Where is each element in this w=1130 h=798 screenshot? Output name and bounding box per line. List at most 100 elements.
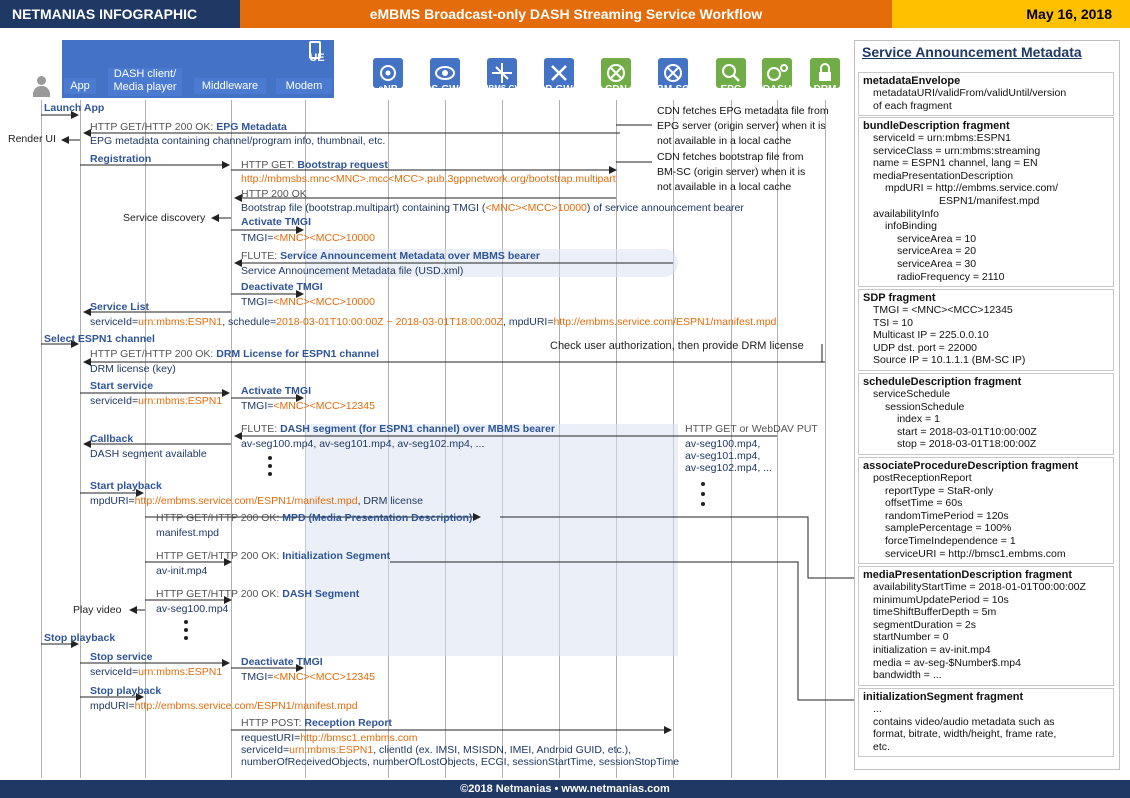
label-epg-pre: HTTP GET/HTTP 200 OK: [90, 121, 217, 133]
sgw-label: S-GW [431, 84, 459, 95]
fragment-line: etc. [873, 740, 890, 753]
label-init: Initialization Segment [282, 550, 391, 562]
label-stop-playback: Stop playback [44, 632, 116, 644]
label-seg: DASH Segment [282, 588, 360, 600]
pgw-icon [544, 58, 574, 88]
cdn-icon [601, 58, 631, 88]
fragment-title: scheduleDescription fragment [863, 376, 1022, 388]
bmsc-label: BM-SC [656, 84, 690, 95]
label-deactivate-tmgi-1: Deactivate TMGI [241, 281, 323, 293]
label-drm-check: Check user authorization, then provide D… [550, 340, 804, 352]
fragment-line: startNumber = 0 [873, 631, 949, 644]
dash-server-label: DASH [762, 84, 792, 95]
entity-app: App [64, 78, 96, 94]
label-drm-request: HTTP GET/HTTP 200 OK: DRM License for ES… [90, 348, 379, 360]
label-seg-pre: HTTP GET/HTTP 200 OK: [156, 588, 283, 600]
label-start-playback: Start playback [90, 480, 162, 492]
label-post: Reception Report [304, 717, 392, 729]
fragment-line: serviceSchedule [873, 388, 951, 400]
label-select-channel: Select ESPN1 channel [44, 333, 155, 345]
sgw-icon [430, 58, 460, 88]
fragment-title: initializationSegment fragment [863, 691, 1024, 703]
label-http-put: HTTP GET or WebDAV PUT [685, 423, 818, 435]
label-post-request: HTTP POST: Reception Report [241, 717, 392, 729]
sl-service-pre: serviceId= [90, 316, 139, 328]
dash-server-icon [762, 58, 792, 88]
epg-label: EPG [720, 84, 742, 95]
lifeline-dash-server [777, 100, 778, 778]
fragment-line: sessionSchedule [885, 400, 965, 413]
label-service-list-detail: serviceId=urn:mbms:ESPN1, schedule=2018-… [90, 316, 776, 328]
label-seg100: av-seg100.mp4, [685, 438, 761, 450]
rr-service-pre: serviceId= [241, 744, 290, 756]
label-drm-pre: HTTP GET/HTTP 200 OK: [90, 348, 217, 360]
sp-pre: mpdURI= [90, 495, 135, 507]
cdn-label: CDN [605, 84, 627, 95]
fragment-line: name = ESPN1 channel, lang = EN [873, 157, 1038, 170]
lifeline-drm [825, 100, 826, 778]
label-seg101: av-seg101.mp4, [685, 450, 761, 462]
fragment-title: associateProcedureDescription fragment [863, 460, 1079, 472]
label-flute-sa-text: Service Announcement Metadata over MBMS … [280, 250, 540, 262]
label-stop-playback-2: Stop playback [90, 685, 162, 697]
lifeline-epg [731, 100, 732, 778]
label-av-seg100: av-seg100.mp4 [156, 603, 229, 615]
label-tmgi-val-4: <MNC><MCC>12345 [273, 671, 375, 683]
label-mpd-request: HTTP GET/HTTP 200 OK: MPD (Media Present… [156, 512, 472, 524]
label-callback: Callback [90, 433, 134, 445]
label-stop-service: Stop service [90, 651, 153, 663]
fragment-line: mpdURI = http://embms.service.com/ [885, 182, 1059, 195]
label-bootstrap-file-post: ) of service announcement bearer [586, 202, 744, 214]
label-tmgi-10000-a: TMGI=<MNC><MCC>10000 [241, 232, 375, 244]
fragment-line: metadataURI/validFrom/validUntil/version [873, 87, 1067, 99]
fragment-line: bandwidth = ... [873, 669, 942, 682]
label-bootstrap: Bootstrap request [297, 159, 388, 171]
fragment-line: offsetTime = 60s [885, 497, 963, 510]
fragment-line: ESPN1/manifest.mpd [939, 194, 1040, 207]
label-request-uri: requestURI=http://bmsc1.embms.com [241, 732, 418, 744]
phone-icon [309, 41, 321, 59]
label-rr-service: serviceId=urn:mbms:ESPN1, clientId (ex. … [241, 744, 631, 756]
sl-mpd-pre: , mpdURI= [502, 316, 554, 328]
sp-drm: , DRM license [357, 495, 423, 507]
req-uri: http://bmsc1.embms.com [300, 732, 418, 744]
label-bootstrap-pre: HTTP GET: [241, 159, 298, 171]
cdn-note-epg-3: not available in a local cache [657, 135, 792, 147]
stop-ss-val: urn:mbms:ESPN1 [138, 666, 223, 678]
fragment-line: forceTimeIndependence = 1 [885, 534, 1016, 547]
cdn-note-bs-3: not available in a local cache [657, 181, 792, 193]
label-mpd: MPD (Media Presentation Description) [282, 512, 473, 524]
fragment-title: mediaPresentationDescription fragment [863, 569, 1073, 581]
fragment-line: start = 2018-03-01T10:00:00Z [897, 425, 1037, 438]
bmsc-icon [658, 58, 688, 88]
label-bootstrap-file: Bootstrap file (bootstrap.multipart) con… [241, 202, 744, 214]
label-bootstrap-request: HTTP GET: Bootstrap request [241, 159, 388, 171]
label-bootstrap-file-pre: Bootstrap file (bootstrap.multipart) con… [241, 202, 486, 214]
mbmsgw-icon [487, 58, 517, 88]
fragment-line: availabilityStartTime = 2018-01-01T00:00… [873, 581, 1086, 593]
label-flute-pre-2: FLUTE: [241, 423, 281, 435]
entity-dash-client: DASH client/ Media player [108, 68, 182, 96]
rr-ids: , clientId (ex. IMSI, MSISDN, IMEI, Andr… [373, 744, 632, 756]
fragment-line: timeShiftBufferDepth = 5m [873, 606, 997, 619]
label-start-service-id: serviceId=urn:mbms:ESPN1 [90, 395, 222, 407]
fragment-line: serviceId = urn:mbms:ESPN1 [873, 132, 1012, 144]
fragment-line: samplePercentage = 100% [885, 522, 1012, 535]
cdn-note-epg-1: CDN fetches EPG metadata file from [657, 105, 829, 117]
label-sa-file: Service Announcement Metadata file (USD.… [241, 265, 464, 277]
label-seg102: av-seg102.mp4, ... [685, 462, 772, 474]
label-flute-sa: FLUTE: Service Announcement Metadata ove… [241, 250, 540, 262]
cdn-note-epg: CDN fetches EPG metadata file from EPG s… [657, 104, 829, 149]
fragment-line: serviceURI = http://bmsc1.embms.com [885, 547, 1066, 560]
label-launch-app: Launch App [44, 102, 105, 114]
fragment-line: ... [873, 703, 882, 715]
fragment-line: segmentDuration = 2s [873, 618, 977, 631]
label-stop-service-id: serviceId=urn:mbms:ESPN1 [90, 666, 222, 678]
label-tmgi-val-2: <MNC><MCC>10000 [273, 296, 375, 308]
sl-sched: 2018-03-01T10:00:00Z ~ 2018-03-01T18:00:… [276, 316, 503, 328]
fragment-line: contains video/audio metadata such as [873, 715, 1055, 728]
cdn-note-bs-2: BM-SC (origin server) when it is [657, 166, 806, 178]
